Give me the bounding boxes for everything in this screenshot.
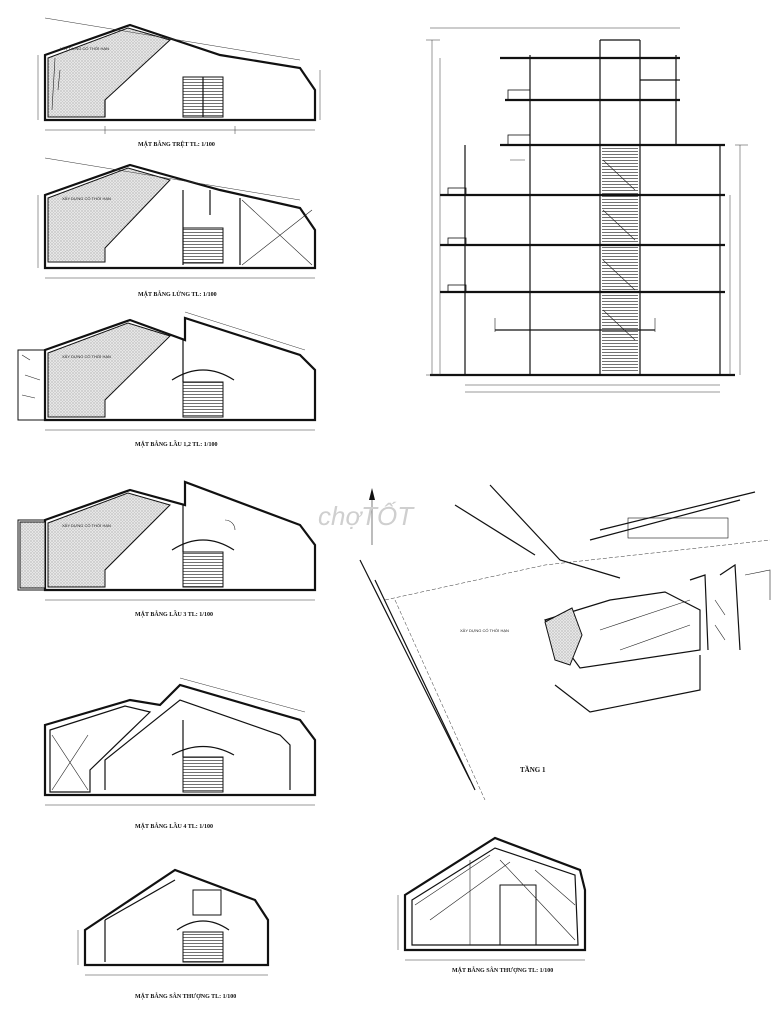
plan-tret: XÂY DỰNG CÓ THỜI HẠN MẶT BẰNG TRỆT TL: 1… <box>37 17 321 148</box>
temporary-note: XÂY DỰNG CÓ THỜI HẠN <box>62 523 111 528</box>
stair-block <box>182 551 224 588</box>
building-section <box>426 27 748 393</box>
site-plan-title: TẦNG 1 <box>520 766 546 774</box>
plan-caption: MẶT BẰNG LẦU 1,2 TL: 1/100 <box>135 440 217 448</box>
stair-block <box>182 756 224 793</box>
temporary-note: XÂY DỰNG CÓ THỜI HẠN <box>62 354 111 359</box>
temporary-note: XÂY DỰNG CÓ THỜI HẠN <box>460 628 509 633</box>
temporary-note: XÂY DỰNG CÓ THỜI HẠN <box>60 46 109 51</box>
plan-caption: MẶT BẰNG SÂN THƯỢNG TL: 1/100 <box>452 966 553 974</box>
plan-caption: MẶT BẰNG LẦU 4 TL: 1/100 <box>135 822 213 830</box>
temporary-zone-hatch <box>47 167 171 263</box>
plan-caption: MẶT BẰNG LỬNG TL: 1/100 <box>138 290 217 298</box>
plan-lau-1-2: XÂY DỰNG CÓ THỜI HẠN MẶT BẰNG LẦU 1,2 TL… <box>17 311 317 448</box>
plan-san-thuong-left: MẶT BẰNG SÂN THƯỢNG TL: 1/100 <box>77 868 270 1000</box>
watermark: chợTỐT <box>318 501 415 531</box>
plan-caption: MẶT BẰNG TRỆT TL: 1/100 <box>138 140 215 148</box>
stair-block <box>182 227 224 264</box>
plan-caption: MẶT BẰNG SÂN THƯỢNG TL: 1/100 <box>135 992 236 1000</box>
plan-lung: XÂY DỰNG CÓ THỜI HẠN MẶT BẰNG LỬNG TL: 1… <box>37 157 317 298</box>
plan-lau-4: MẶT BẰNG LẦU 4 TL: 1/100 <box>43 677 317 830</box>
section-stair <box>602 148 638 373</box>
plan-san-thuong-right: MẶT BẰNG SÂN THƯỢNG TL: 1/100 <box>397 836 587 974</box>
plan-caption: MẶT BẰNG LẦU 3 TL: 1/100 <box>135 610 213 618</box>
stair-block <box>182 381 224 418</box>
plan-lau-3: XÂY DỰNG CÓ THỜI HẠN MẶT BẰNG LẦU 3 TL: … <box>17 480 317 618</box>
temporary-zone-hatch <box>544 607 583 666</box>
site-plan: XÂY DỰNG CÓ THỜI HẠN TẦNG 1 <box>359 484 771 801</box>
temporary-zone-hatch <box>47 322 171 418</box>
stair-block <box>182 931 224 963</box>
temporary-zone-hatch <box>47 492 171 588</box>
temporary-note: XÂY DỰNG CÓ THỜI HẠN <box>62 196 111 201</box>
temporary-zone-hatch <box>47 27 171 118</box>
